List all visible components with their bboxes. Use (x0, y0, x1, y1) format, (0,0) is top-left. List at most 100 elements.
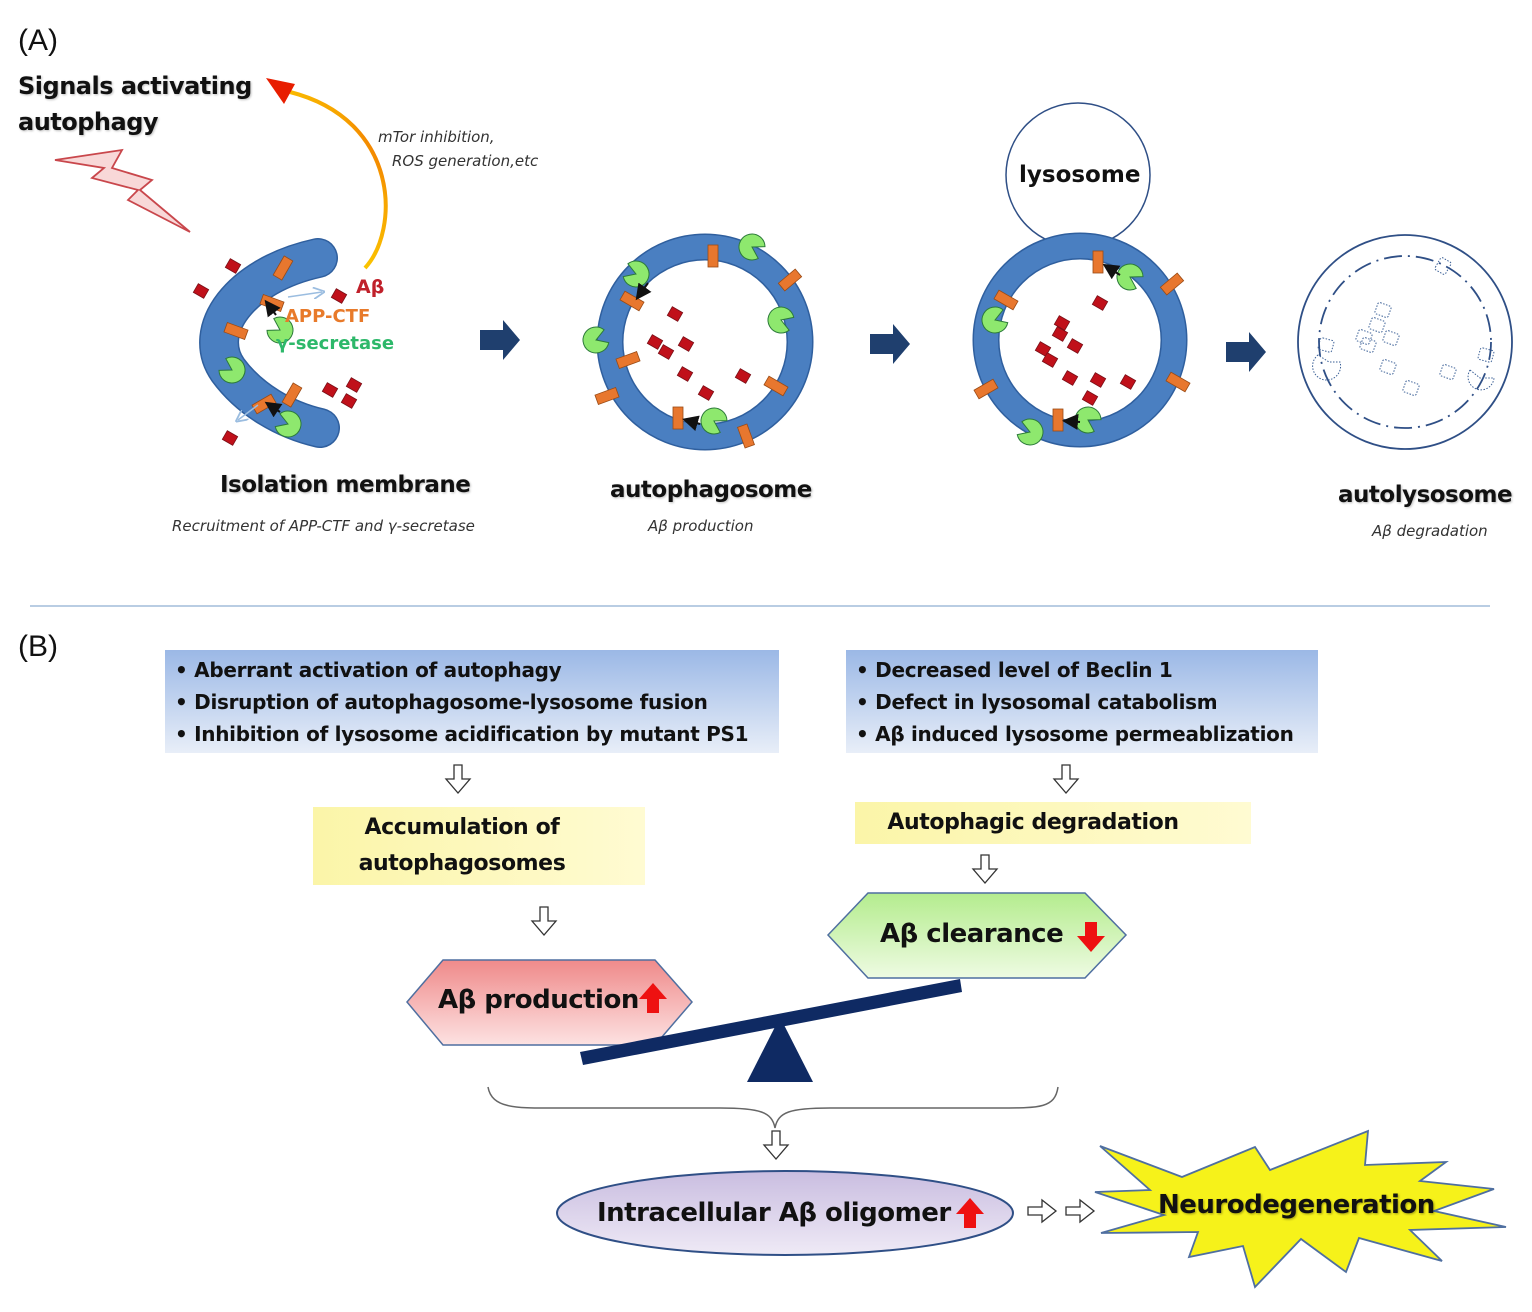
hollow-down-arrow-icon (444, 764, 472, 794)
seesaw-beam (580, 979, 962, 1065)
oligomer-label: Intracellular Aβ oligomer (597, 1198, 951, 1228)
abeta-peptide (1041, 352, 1059, 368)
degraded-abeta-fragment (1368, 317, 1386, 333)
app-ctf-markers (223, 244, 1191, 449)
lysosome-label: lysosome (1019, 162, 1141, 188)
abeta-peptide (1089, 372, 1107, 388)
abeta-peptide (340, 393, 358, 409)
gamma-secretase-marker (274, 410, 302, 438)
legend-app-ctf: APP-CTF (285, 306, 371, 327)
legend-gamma-secretase: γ-secretase (276, 333, 395, 354)
left-cause-item: • Inhibition of lysosome acidification b… (175, 722, 749, 746)
degradation-box: Autophagic degradation (855, 802, 1251, 844)
hollow-down-arrow-icon (530, 906, 558, 936)
abeta-production-hexagon (406, 959, 693, 1046)
abeta-peptide (1119, 374, 1137, 390)
abeta-peptide (345, 377, 363, 393)
cleavage-arrow (682, 415, 701, 431)
trend-down-arrow-icon (1077, 922, 1105, 952)
right-cause-item: • Aβ induced lysosome permeablization (856, 722, 1294, 746)
degraded-gamma-secretase (1312, 354, 1342, 381)
abeta-production-label: Aβ production (438, 985, 639, 1015)
abeta-peptide (1091, 295, 1109, 311)
app-ctf-marker (223, 322, 249, 340)
signals-title-line2: autophagy (18, 108, 159, 136)
app-ctf-marker (619, 290, 645, 312)
abeta-peptide (330, 288, 348, 304)
app-ctf-marker (594, 387, 620, 405)
abeta-peptide (697, 385, 715, 401)
autophagosome-ring-fill (598, 235, 812, 449)
gamma-secretase-marker (738, 233, 766, 261)
degraded-abeta-fragment (1477, 347, 1495, 363)
app-ctf-marker (1159, 272, 1185, 296)
left-cause-item: • Aberrant activation of autophagy (175, 658, 562, 682)
abeta-clearance-hexagon (826, 892, 1128, 979)
stage-isolation-membrane-title: Isolation membrane (220, 472, 471, 498)
gamma-secretase-marker (1016, 418, 1044, 446)
signal-note-line2: ROS generation,etc (392, 152, 539, 170)
degraded-abeta-fragment (1379, 359, 1397, 375)
abeta-peptide (657, 344, 675, 360)
cleavage-arrow (1062, 413, 1081, 430)
degradation-label: Autophagic degradation (887, 810, 1179, 835)
autolysosome-circle (1297, 234, 1513, 450)
abeta-peptide (1066, 338, 1084, 354)
abeta-peptide (321, 382, 339, 398)
stage-autophagosome-subtitle: Aβ production (648, 517, 754, 535)
right-cause-item: • Defect in lysosomal catabolism (856, 690, 1218, 714)
hollow-down-arrow-icon (1052, 764, 1080, 794)
abeta-peptide (676, 366, 694, 382)
right-causes-box: • Decreased level of Beclin 1 • Defect i… (846, 650, 1318, 753)
oligomer-ellipse (556, 1170, 1014, 1256)
gamma-secretase-marker (981, 306, 1009, 334)
cleavage-arrow (264, 299, 281, 318)
stage-autolysosome-title: autolysosome (1338, 482, 1513, 508)
app-ctf-marker (1052, 408, 1064, 432)
signal-arc-arrow (289, 90, 388, 270)
gamma-secretase-marker (1074, 406, 1102, 434)
stage-isolation-membrane-subtitle: Recruitment of APP-CTF and γ-secretase (172, 517, 475, 535)
degraded-abeta-fragment (1439, 364, 1457, 380)
degraded-abeta-fragment (1374, 302, 1392, 318)
left-causes-box: • Aberrant activation of autophagy • Dis… (165, 650, 779, 753)
trend-up-arrow-icon (956, 1198, 984, 1228)
app-ctf-marker (281, 382, 303, 408)
process-arrow-icon (1226, 332, 1266, 372)
app-ctf-marker (1092, 250, 1104, 274)
signal-note-line1: mTor inhibition, (378, 128, 495, 146)
gamma-secretase-marker (266, 316, 294, 344)
abeta-peptide (1081, 390, 1099, 406)
cleavage-arrow (635, 282, 652, 301)
hollow-down-arrow-icon (971, 854, 999, 884)
gamma-secretase-markers (218, 233, 1144, 446)
degraded-gamma-secretase (1467, 369, 1495, 391)
gamma-secretase-marker (767, 306, 795, 334)
release-arrow (287, 292, 322, 297)
panel-a-label: (A) (18, 24, 58, 57)
abeta-clearance-label: Aβ clearance (880, 919, 1064, 949)
abeta-peptide (646, 334, 664, 350)
gamma-secretase-marker (582, 326, 610, 354)
app-ctf-marker (737, 423, 755, 449)
degraded-abeta-fragment (1359, 337, 1377, 353)
degraded-abeta-fragment (1317, 337, 1335, 353)
neurodegeneration-starburst (1094, 1129, 1507, 1289)
abeta-peptides (192, 258, 1137, 446)
flow-arrows (444, 764, 1096, 1224)
abeta-peptide (666, 306, 684, 322)
degraded-abeta-fragment (1382, 330, 1400, 346)
degraded-abeta-fragment (1402, 380, 1420, 396)
abeta-peptide (734, 368, 752, 384)
app-ctf-marker (777, 268, 803, 292)
abeta-peptide (1053, 315, 1071, 331)
degraded-abeta-fragment (1355, 329, 1373, 345)
process-arrow-icon (480, 320, 520, 360)
abeta-peptide (224, 258, 242, 274)
stage-autophagosome-title: autophagosome (610, 477, 812, 503)
left-cause-item: • Disruption of autophagosome-lysosome f… (175, 690, 708, 714)
stage-autolysosome-subtitle: Aβ degradation (1372, 522, 1488, 540)
signals-title-line1: Signals activating (18, 72, 252, 100)
abeta-peptide (221, 430, 239, 446)
panel-b-label: (B) (18, 630, 58, 663)
